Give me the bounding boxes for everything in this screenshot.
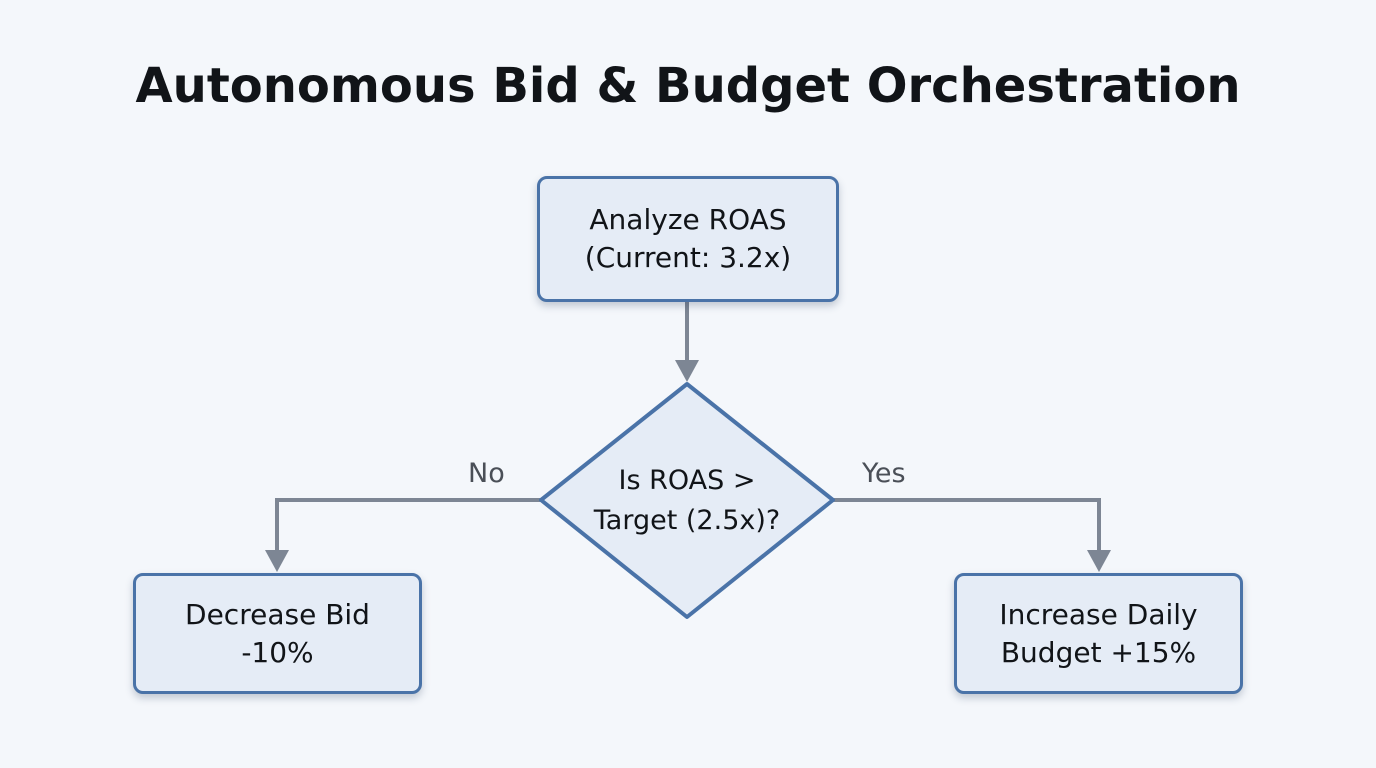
increase-line2: Budget +15% (1000, 635, 1197, 669)
yes-branch-label: Yes (862, 458, 906, 489)
decision-line2: Target (2.5x)? (593, 505, 781, 536)
analyze-line2: (Current: 3.2x) (584, 241, 792, 274)
decision-line1: Is ROAS > (618, 465, 756, 496)
arrowhead-icon (675, 360, 699, 382)
decision-diamond (539, 382, 835, 619)
analyze-roas-node: Analyze ROAS (Current: 3.2x) (537, 176, 839, 302)
no-branch-label: No (468, 458, 505, 489)
decrease-line1: Decrease Bid (185, 597, 370, 631)
connector-yes-branch (832, 498, 1101, 552)
arrowhead-icon (265, 550, 289, 572)
diagram-title: Autonomous Bid & Budget Orchestration (135, 58, 1241, 114)
decrease-bid-node: Decrease Bid -10% (133, 573, 422, 694)
connector-no-branch (275, 498, 542, 552)
decrease-line2: -10% (241, 635, 314, 669)
increase-line1: Increase Daily (999, 597, 1198, 631)
decision-node-text: Is ROAS > Target (2.5x)? (562, 461, 812, 541)
analyze-line1: Analyze ROAS (589, 203, 787, 236)
increase-budget-node: Increase Daily Budget +15% (954, 573, 1243, 694)
arrowhead-icon (1087, 550, 1111, 572)
